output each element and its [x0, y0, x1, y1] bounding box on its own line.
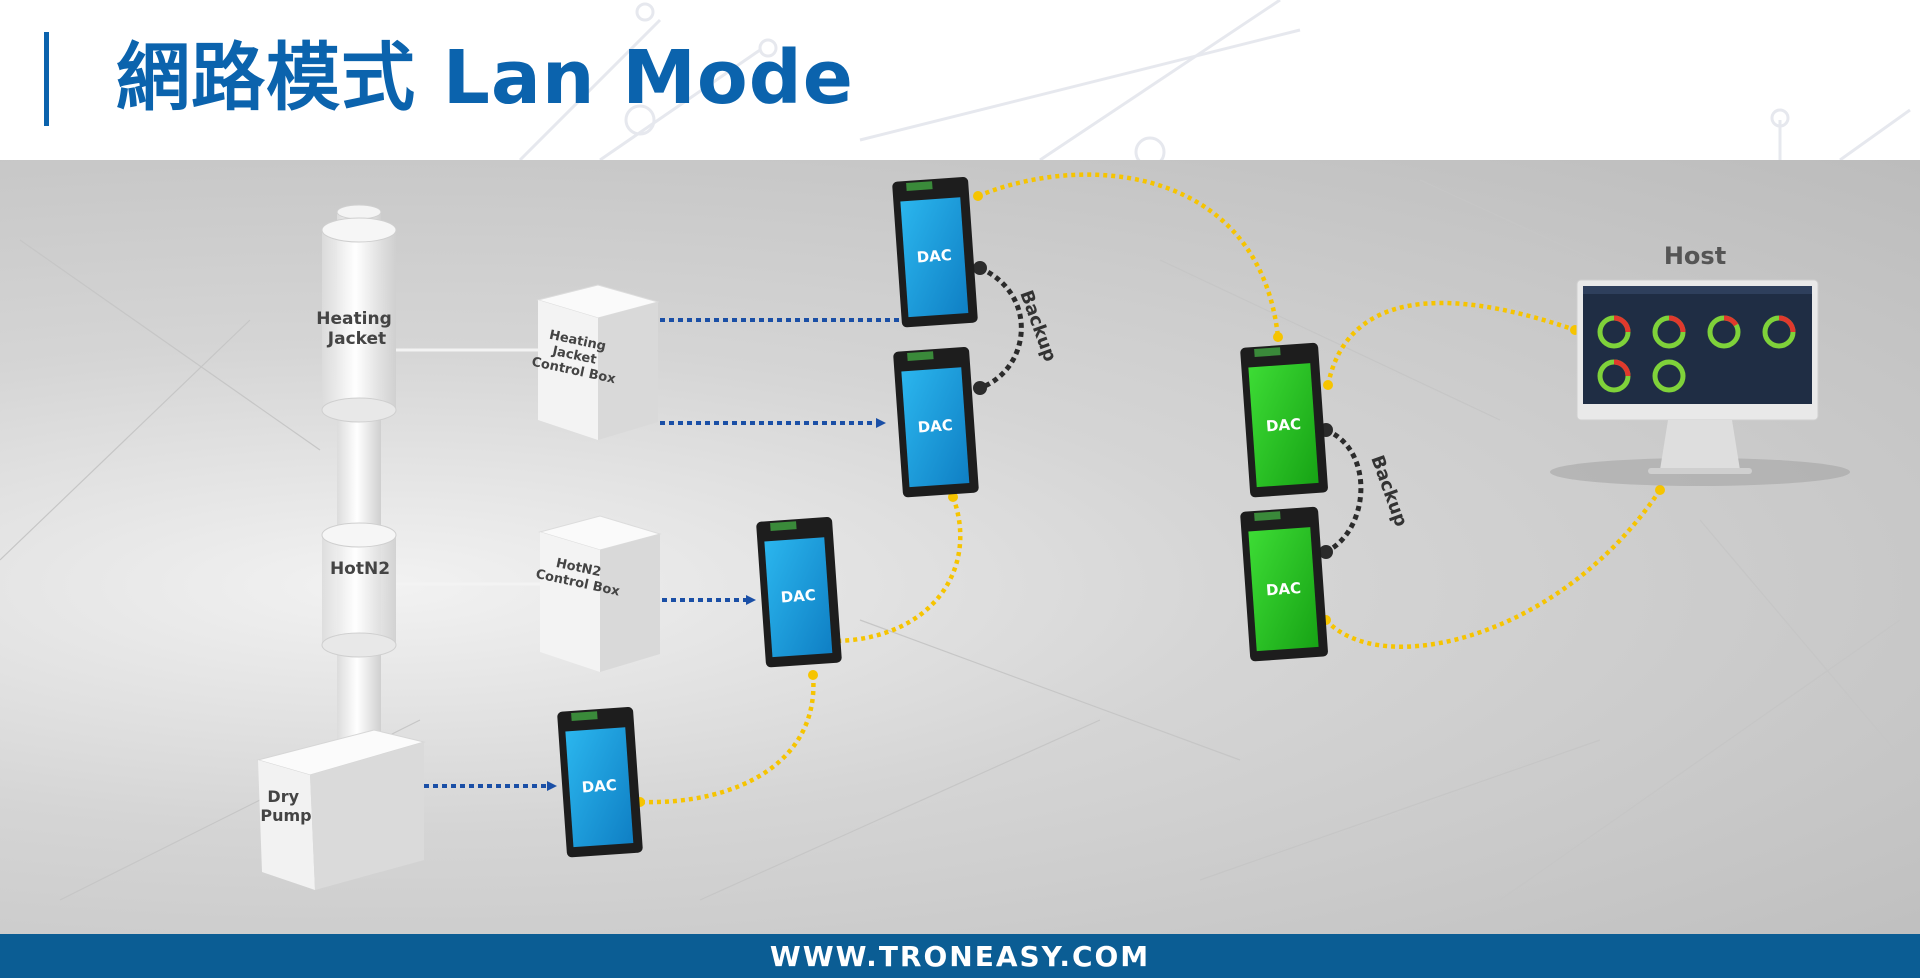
- footer-website-url[interactable]: WWW.TRONEASY.COM: [769, 939, 1151, 973]
- label-dry-pump-l1: Dry: [267, 787, 299, 806]
- backup-link-dac-pair: [978, 265, 1024, 391]
- backup-link-endpoints: [973, 261, 1333, 559]
- dac-logo: DAC: [1265, 415, 1301, 435]
- host-dashboard-gauges: [1597, 315, 1796, 393]
- label-heating-jacket-l2: Jacket: [327, 329, 386, 349]
- label-hotn2: HotN2: [330, 559, 390, 579]
- dry-pump-block: [256, 729, 426, 890]
- yellow-network-links: [639, 172, 1662, 805]
- header-accent-bar: [44, 32, 49, 126]
- dac-logo: DAC: [917, 416, 953, 436]
- label-host: Host: [1664, 242, 1726, 270]
- header-circuit-decoration: [518, 0, 1911, 160]
- label-backup-2: Backup: [1366, 453, 1411, 530]
- hotn2-collar: [321, 522, 397, 658]
- hotn2-control-box: [538, 515, 662, 672]
- pipe-tower: [256, 204, 426, 890]
- heating-jacket-control-box: [536, 284, 660, 440]
- host-monitor: [1550, 279, 1850, 486]
- dac-gateway-1: DAC: [1240, 342, 1328, 498]
- header: 網路模式 Lan Mode: [0, 0, 1920, 160]
- yellow-link-gateway2-to-host: [1324, 488, 1662, 649]
- dac-logo: DAC: [916, 246, 952, 266]
- yellow-link-dac2-to-dac3: [833, 496, 963, 644]
- label-heating-jacket-l1: Heating: [316, 309, 391, 329]
- label-dry-pump: Dry Pump: [260, 787, 311, 825]
- dac-device-4: DAC: [557, 707, 643, 858]
- yellow-link-endpoints: [635, 191, 1665, 807]
- backup-link-gateway-pair: [1324, 427, 1364, 555]
- page-title: 網路模式 Lan Mode: [116, 35, 854, 121]
- heating-jacket-collar: [321, 217, 397, 423]
- blue-data-links: [424, 315, 916, 791]
- dac-logo: DAC: [581, 776, 617, 796]
- tower-connectors: [396, 348, 540, 586]
- dac-device-1: DAC: [892, 177, 978, 328]
- backup-links: [978, 265, 1364, 555]
- dac-gateway-2: DAC: [1240, 506, 1328, 662]
- yellow-link-dac3-to-dac4: [639, 674, 816, 805]
- dac-logo: DAC: [780, 586, 816, 606]
- dac-device-2: DAC: [893, 347, 979, 498]
- label-dry-pump-l2: Pump: [260, 806, 311, 825]
- dac-logo: DAC: [1265, 579, 1301, 599]
- label-heating-jacket: Heating Jacket: [316, 309, 397, 349]
- diagram-stage: Heating Jacket HotN2 Dry Pump Heating Ja…: [0, 160, 1920, 934]
- dac-device-3: DAC: [756, 517, 842, 668]
- lan-mode-diagram: Heating Jacket HotN2 Dry Pump Heating Ja…: [0, 172, 1920, 901]
- yellow-link-dac1-to-gateway1: [977, 172, 1281, 338]
- yellow-link-gateway1-to-host: [1325, 300, 1576, 386]
- footer: WWW.TRONEASY.COM: [0, 934, 1920, 978]
- background-network-lines: [0, 179, 1920, 901]
